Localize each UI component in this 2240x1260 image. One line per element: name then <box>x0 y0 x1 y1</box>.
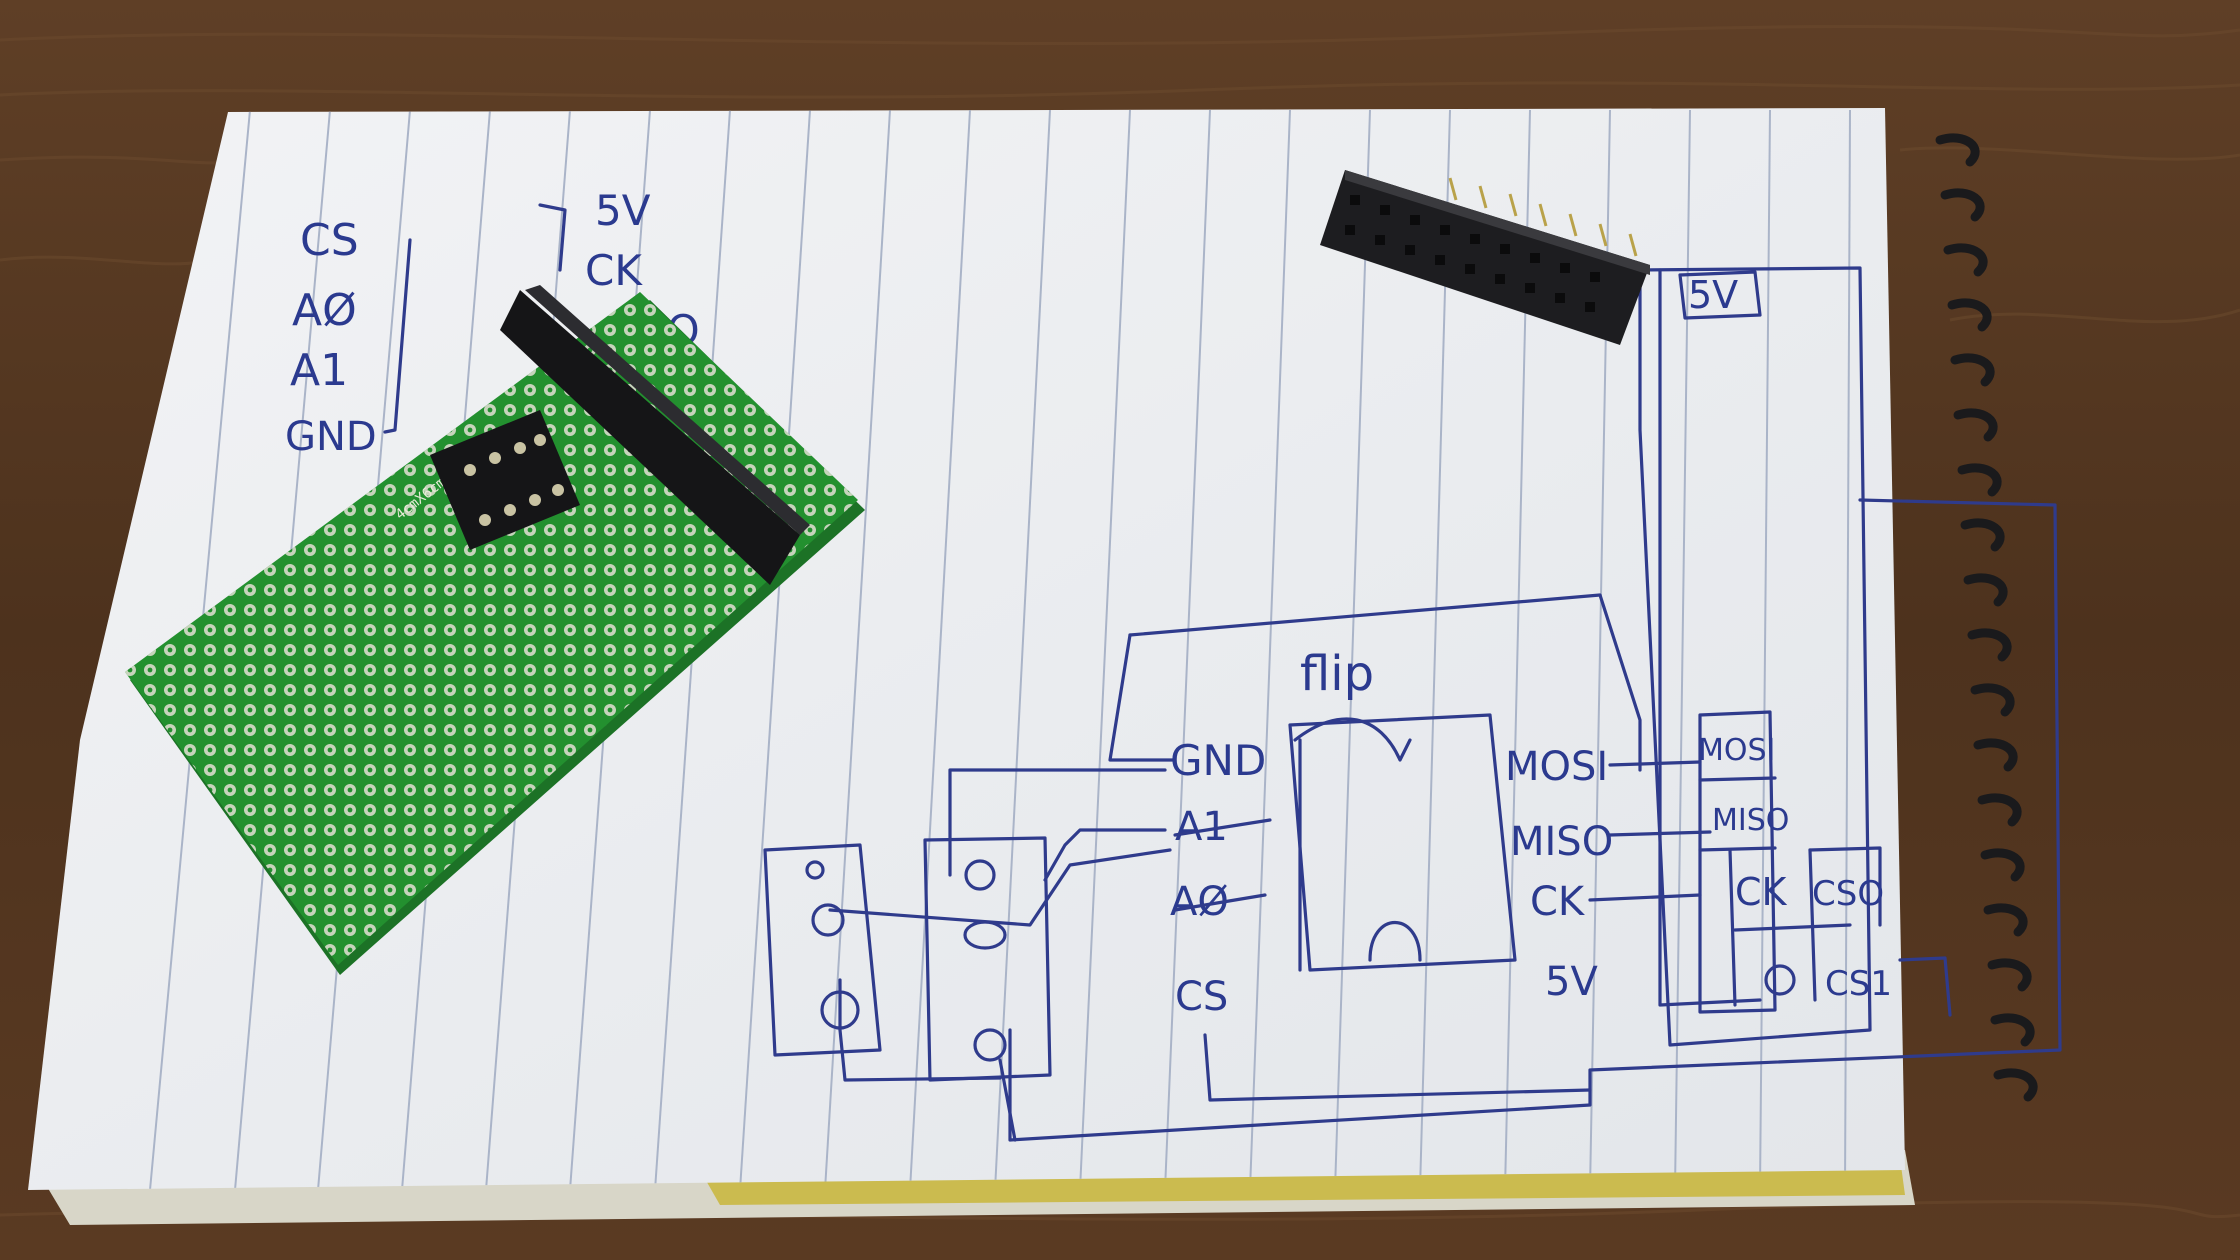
pcb-board: 4cmX6cm <box>125 285 865 975</box>
header-miso: MISO <box>1712 803 1789 838</box>
label-flip: flip <box>1300 646 1374 702</box>
notebook-page <box>28 108 1905 1190</box>
spiral-binding <box>1935 133 2038 1102</box>
label-a1: A1 <box>290 345 348 396</box>
chip-pin-mosi: MOSI <box>1505 744 1608 790</box>
chip-pin-cs: CS <box>1175 974 1228 1020</box>
label-5v-left: 5V <box>595 186 651 235</box>
label-gnd: GND <box>285 414 377 460</box>
circuit-sketch: 5V flip GND A1 AØ CS MOSI MISO CK 5V <box>763 266 2062 1142</box>
chip-pin-ck: CK <box>1530 879 1586 925</box>
label-cs: CS <box>300 215 359 266</box>
header-cs1: CS1 <box>1825 964 1892 1004</box>
label-a0: AØ <box>292 285 357 336</box>
female-header-loose <box>1320 170 1650 345</box>
chip-pin-5v: 5V <box>1545 959 1598 1005</box>
header-mosi: MOSI <box>1698 733 1775 768</box>
label-ck-left: CK <box>585 246 643 295</box>
header-cso: CSO <box>1812 874 1884 914</box>
chip-pin-miso: MISO <box>1510 819 1613 865</box>
header-ck: CK <box>1735 870 1788 914</box>
label-5v-top: 5V <box>1688 273 1738 317</box>
chip-pin-gnd: GND <box>1170 736 1266 785</box>
